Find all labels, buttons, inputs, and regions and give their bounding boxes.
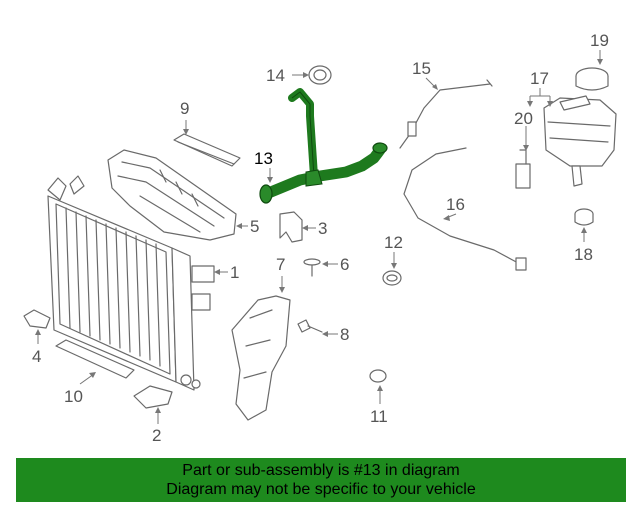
callout-7: 7 xyxy=(276,255,285,274)
callout-5: 5 xyxy=(250,217,259,236)
bracket-part[interactable] xyxy=(279,211,303,243)
callout-3: 3 xyxy=(318,219,327,238)
lower-seal-10[interactable] xyxy=(55,339,135,379)
coolant-reservoir-17[interactable] xyxy=(543,95,617,187)
bolt-6[interactable] xyxy=(303,258,321,277)
callout-labels: 1 2 3 4 5 6 7 8 9 10 11 12 13 14 15 16 1… xyxy=(32,31,609,445)
callout-12: 12 xyxy=(384,233,403,252)
callout-11: 11 xyxy=(370,407,388,426)
overflow-hose-16[interactable] xyxy=(403,147,527,271)
callout-1: 1 xyxy=(230,263,239,282)
reservoir-cap-19[interactable] xyxy=(575,67,609,91)
callout-6: 6 xyxy=(340,255,349,274)
radiator-part[interactable] xyxy=(47,175,215,391)
callout-4: 4 xyxy=(32,347,41,366)
bolt-8[interactable] xyxy=(297,319,323,333)
callout-17: 17 xyxy=(530,69,549,88)
upper-radiator-hose-13[interactable] xyxy=(259,88,388,204)
mount-grommet-18[interactable] xyxy=(574,208,594,226)
callout-2: 2 xyxy=(152,426,161,445)
bleed-hose-15[interactable] xyxy=(399,79,493,149)
callout-16: 16 xyxy=(446,195,465,214)
callout-13: 13 xyxy=(254,149,273,168)
parts-diagram: 1 2 3 4 5 6 7 8 9 10 11 12 13 14 15 16 1… xyxy=(23,31,617,445)
seal-strip-part[interactable] xyxy=(173,133,241,167)
banner-disclaimer-line: Diagram may not be specific to your vehi… xyxy=(166,481,476,498)
air-duct-part[interactable] xyxy=(107,149,237,241)
callout-19: 19 xyxy=(590,31,609,50)
level-sensor-20[interactable] xyxy=(515,149,531,189)
part-info-banner: Part or sub-assembly is #13 in diagram D… xyxy=(16,458,626,502)
callout-14: 14 xyxy=(266,66,285,85)
radiator-mount-4[interactable] xyxy=(23,309,51,329)
hose-clamp-12[interactable] xyxy=(382,270,402,286)
banner-part-line: Part or sub-assembly is #13 in diagram xyxy=(182,462,460,479)
callout-10: 10 xyxy=(64,387,83,406)
splash-shield-7[interactable] xyxy=(231,295,291,421)
callout-9: 9 xyxy=(180,99,189,118)
callout-8: 8 xyxy=(340,325,349,344)
callout-18: 18 xyxy=(574,245,593,264)
lower-radiator-hose-11[interactable] xyxy=(369,293,401,383)
leader-lines xyxy=(35,50,603,424)
hose-clamp-14[interactable] xyxy=(308,65,332,85)
bracket-2[interactable] xyxy=(133,385,173,409)
callout-15: 15 xyxy=(412,59,431,78)
callout-20: 20 xyxy=(514,109,533,128)
